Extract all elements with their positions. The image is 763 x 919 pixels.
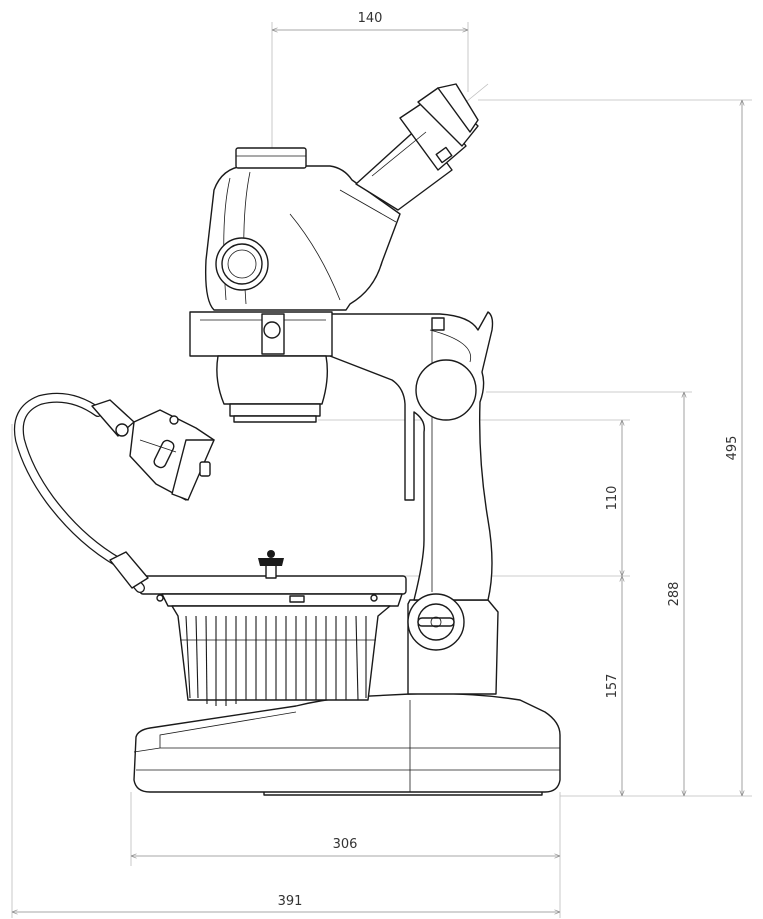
dim-label-495: 495 — [725, 436, 740, 461]
dim-label-391: 391 — [278, 894, 303, 909]
dim-label-157: 157 — [605, 674, 620, 699]
dim-label-288: 288 — [667, 582, 682, 607]
microscope-stage — [139, 550, 407, 706]
microscope-head — [189, 83, 479, 423]
dim-label-110: 110 — [605, 486, 620, 511]
gooseneck-lamp — [14, 392, 215, 593]
dim-label-306: 306 — [333, 837, 358, 852]
microscope-base — [133, 692, 561, 796]
microscope-arm — [329, 311, 499, 695]
dim-label-140: 140 — [358, 11, 383, 26]
